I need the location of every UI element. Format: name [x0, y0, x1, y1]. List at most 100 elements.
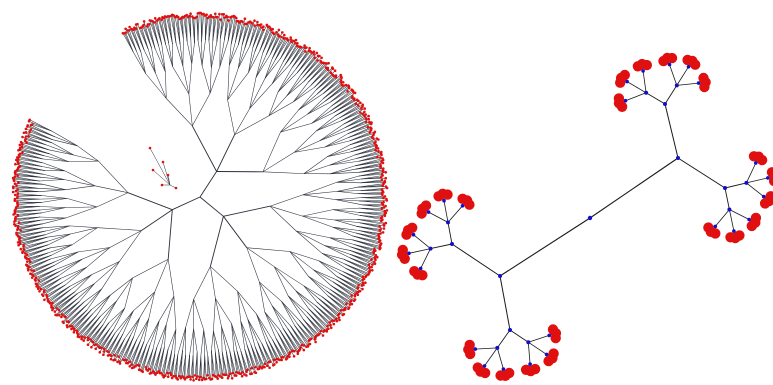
leaf-node — [185, 376, 188, 379]
leaf-node — [703, 222, 714, 233]
leaf-node — [305, 345, 308, 349]
leaf-node — [296, 352, 300, 356]
tree-edge — [331, 91, 354, 107]
tree-edge — [676, 66, 689, 86]
leaf-node — [379, 166, 382, 169]
tree-edge — [297, 51, 315, 73]
tree-edge — [332, 209, 359, 213]
tree-edge — [25, 136, 47, 146]
tree-edge — [313, 308, 332, 328]
tree-edge — [95, 328, 111, 349]
tree-edge — [329, 237, 355, 245]
leaf-node — [318, 54, 321, 58]
internal-node — [528, 362, 532, 366]
tree-edge — [349, 257, 370, 268]
leaf-node — [377, 149, 380, 153]
tree-edge — [343, 258, 370, 273]
leaf-node — [329, 323, 332, 327]
tree-edge — [77, 145, 99, 162]
leaf-node — [197, 378, 201, 382]
tree-edge — [319, 129, 348, 141]
tree-edge — [152, 169, 171, 186]
leaf-node — [153, 21, 157, 24]
leaf-node — [216, 377, 219, 380]
tree-edge — [313, 269, 334, 283]
leaf-node — [235, 16, 238, 20]
tree-edge — [229, 350, 234, 374]
tree-edge — [348, 129, 372, 138]
tree-edge — [259, 282, 265, 312]
tree-edge — [69, 274, 92, 287]
tree-edge — [35, 268, 57, 278]
tree-edge — [306, 316, 324, 336]
tree-edge — [269, 205, 297, 232]
root-node — [587, 215, 593, 221]
tree-edge — [38, 271, 60, 281]
tree-edge — [101, 300, 117, 322]
leaf-node — [29, 272, 32, 276]
tree-edge — [16, 185, 39, 189]
tree-edge — [336, 182, 361, 184]
leaf-node — [170, 376, 174, 380]
tree-edge — [451, 243, 501, 277]
tree-edge — [125, 32, 134, 53]
tree-edge — [334, 219, 358, 221]
leaf-node — [176, 15, 180, 19]
tree-edge — [277, 333, 290, 357]
leaf-node — [219, 18, 222, 21]
tree-edge — [48, 149, 74, 156]
leaf-node — [22, 243, 26, 247]
leaf-node — [28, 260, 32, 264]
leaf-node — [330, 319, 334, 322]
leaf-node — [65, 324, 69, 327]
tree-edge — [303, 285, 318, 303]
tree-edge — [124, 317, 140, 339]
tree-edge — [664, 103, 679, 159]
leaf-node — [313, 337, 317, 341]
tree-edge — [190, 38, 193, 64]
tree-edge — [249, 24, 259, 47]
tree-edge — [335, 199, 359, 202]
leaf-node — [175, 376, 178, 380]
tree-edge — [90, 324, 104, 340]
tree-edge — [209, 66, 221, 94]
leaf-node — [80, 337, 83, 341]
tree-edge — [122, 310, 134, 335]
tree-edge — [51, 291, 76, 308]
leaf-node — [243, 373, 246, 376]
tree-edge — [247, 318, 256, 347]
tree-edge — [70, 274, 92, 290]
tree-edge — [336, 190, 361, 192]
tree-edge — [193, 299, 204, 330]
leaf-node — [174, 186, 178, 190]
leaf-node — [768, 175, 773, 187]
leaf-node — [725, 232, 736, 243]
leaf-node — [364, 120, 368, 124]
tree-edge — [146, 320, 160, 345]
tree-edge — [172, 196, 201, 211]
tree-edge — [199, 171, 217, 198]
leaf-node — [16, 200, 19, 204]
leaf-node — [212, 15, 215, 19]
leaf-node — [380, 178, 384, 182]
tree-edge — [14, 176, 40, 182]
tree-edge — [248, 47, 253, 73]
tree-edge — [129, 30, 137, 52]
leaf-node — [227, 374, 231, 378]
tree-edge — [177, 16, 181, 45]
leaf-node — [314, 340, 317, 344]
tree-edge — [254, 346, 263, 369]
tree-edge — [96, 294, 111, 316]
tree-edge — [72, 227, 98, 245]
tree-edge — [327, 151, 351, 157]
tree-edge — [25, 132, 53, 144]
leaf-node — [277, 34, 281, 38]
tree-edge — [235, 21, 242, 43]
tree-edge — [223, 205, 270, 217]
tree-edge — [234, 108, 250, 135]
tree-edge — [22, 136, 47, 146]
tree-edge — [316, 120, 342, 132]
leaf-node — [142, 23, 145, 27]
tree-edge — [316, 115, 336, 132]
tree-edge — [167, 259, 175, 297]
